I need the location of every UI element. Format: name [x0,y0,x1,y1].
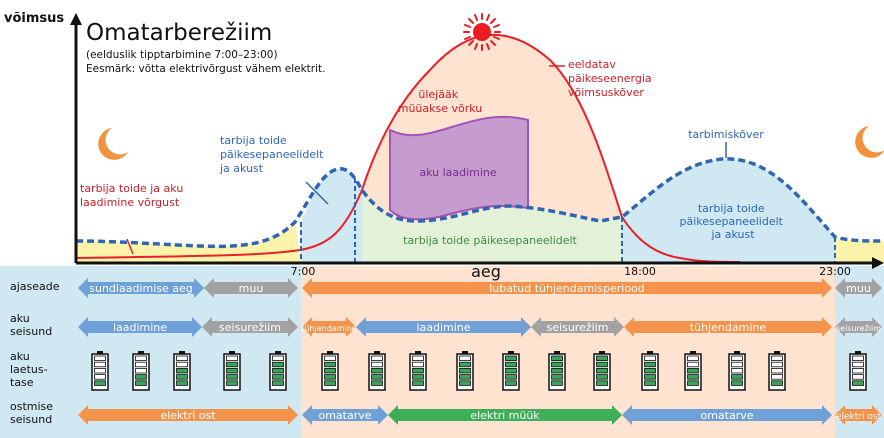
state-charging-day-label: laadimine [416,321,470,334]
solar-consumption-area [362,190,622,263]
battery-icon [91,351,109,391]
time-tick-23: 23:00 [819,265,851,278]
time-tick-18: 18:00 [624,265,656,278]
segment-forced-charge-label: sundlaadimise aeg [89,282,193,295]
purchase-buy-evening-label: elektri ost [836,412,882,422]
state-charging-day [356,317,531,337]
state-standby-night [835,317,882,337]
state-standby [202,317,298,337]
sun-icon [463,13,501,51]
subtitle: (eelduslik tipptarbimine 7:00–23:00) [86,49,278,61]
solar-curve-label: eeldatav päikeseenergia võimsuskõver [568,58,655,99]
battery-icon [269,351,287,391]
segment-discharge-period-label: lubatud tühjendamisperiood [489,282,645,295]
segment-other [204,278,298,298]
evening-supply-label: tarbija toide päikesepaneelidelt ja akus… [680,202,787,241]
solar-power-curve [75,33,741,263]
state-standby-label: seisurežiim [219,321,281,334]
battery-icon [132,351,150,391]
segment-other-evening-label: muu [846,282,871,295]
plot-areas [76,34,884,263]
purchase-self-use-label: omatarve [318,409,371,422]
battery-icon [409,351,427,391]
purchase-buy-label: elektri ost [160,409,216,422]
timeline-arrows: sundlaadimise aeg muu lubatud tühjendamisp… [78,278,882,425]
purchase-sell-label: elektri müük [470,409,540,422]
row-label-battery-level: aku laetus- tase [10,350,51,389]
battery-icon [728,351,746,391]
battery-icon [684,351,702,391]
grid-supply-pointer [126,238,134,255]
time-tick-7: 7:00 [291,265,316,278]
battery-icon [456,351,474,391]
battery-icon [641,351,659,391]
battery-icon [321,351,339,391]
purchase-buy [78,405,298,425]
row-label-purchase-state: ostmise seisund [10,400,57,426]
state-charging [78,317,202,337]
state-discharging [302,317,356,337]
state-discharging-evening-label: tühjendamine [690,321,767,334]
segment-discharge-period [302,278,832,298]
segment-other-label: muu [239,282,264,295]
battery-icon [223,351,241,391]
purchase-self-use-evening-label: omatarve [700,409,753,422]
morning-supply-label: tarbija toide päikesepaneelidelt ja akus… [219,134,327,175]
battery-icon [849,351,867,391]
surplus-label: ülejääk müüakse võrku [398,88,483,115]
battery-levels [91,351,867,391]
grid-supply-area-evening [835,237,884,263]
state-charging-label: laadimine [113,321,167,334]
y-axis-arrow [70,13,82,25]
morning-supply-area [301,168,362,263]
state-standby-night-label: seisurežiim [836,324,881,333]
battery-icon [502,351,520,391]
battery-icon [768,351,786,391]
morning-supply-pointer [305,181,329,205]
x-axis-arrow [872,257,884,269]
purchase-sell [388,405,622,425]
state-discharging-evening [624,317,832,337]
consumption-curve [75,157,884,249]
battery-icon [368,351,386,391]
consumption-curve-label: tarbimiskõver [688,128,764,141]
moon-icon [98,128,128,160]
battery-charging-label: aku laadimine [419,166,497,179]
state-standby-day-label: seisurežiim [547,321,609,334]
state-standby-day [531,317,624,337]
y-axis-label: võimsus [4,11,64,26]
battery-icon [593,351,611,391]
x-axis-label: aeg [471,262,501,281]
moon-icon [855,126,884,158]
segment-other-evening [835,278,882,298]
segment-forced-charge [78,278,204,298]
grid-supply-label: tarbija toide ja aku laadimine võrgust [80,182,187,209]
state-discharging-label: tühjendamine [301,324,357,333]
page-title: Omatarberežiim [86,20,272,46]
solar-consumption-label: tarbija toide päikesepaneelidelt [403,234,577,247]
row-label-time-settings: ajaseade [10,280,60,293]
goal-text: Eesmärk: võtta elektrivõrgust vähem elek… [86,63,325,75]
purchase-buy-evening [835,405,882,425]
purchase-self-use [302,405,388,425]
row-label-battery-state: aku seisund [10,312,52,338]
battery-icon [173,351,191,391]
evening-supply-area [622,158,835,263]
purchase-self-use-evening [622,405,832,425]
battery-icon [548,351,566,391]
